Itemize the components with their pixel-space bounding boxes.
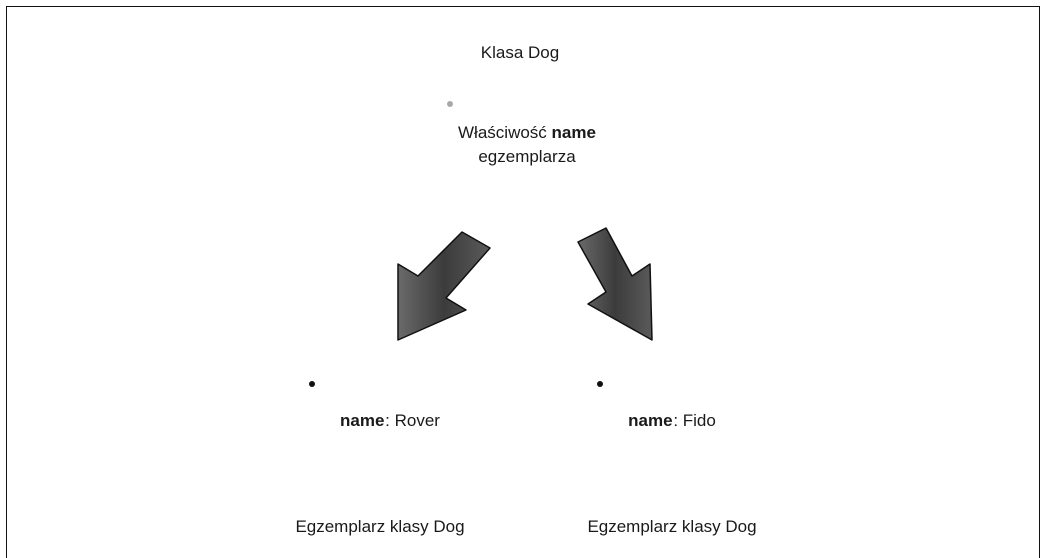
class-dog-eye bbox=[447, 101, 453, 107]
rover-eye bbox=[309, 381, 315, 387]
rover-name-key: name bbox=[340, 411, 384, 430]
class-property-line2: egzemplarza bbox=[478, 147, 576, 166]
arrow-to-fido bbox=[577, 227, 653, 341]
class-property-line1: Właściwość name bbox=[458, 123, 596, 142]
figure-frame bbox=[6, 6, 1040, 558]
fido-name-label: name : Fido bbox=[628, 411, 716, 430]
fido-name-value: : Fido bbox=[673, 411, 716, 430]
class-title: Klasa Dog bbox=[481, 43, 559, 62]
arrow-to-rover bbox=[397, 231, 491, 341]
rover-caption: Egzemplarz klasy Dog bbox=[295, 517, 464, 536]
class-property-prefix: Właściwość bbox=[458, 123, 547, 142]
fido-eye bbox=[597, 381, 603, 387]
rover-name-label: name : Rover bbox=[340, 411, 440, 430]
class-property-name: name bbox=[552, 123, 596, 142]
fido-name-key: name bbox=[628, 411, 672, 430]
rover-name-value: : Rover bbox=[385, 411, 440, 430]
fido-caption: Egzemplarz klasy Dog bbox=[587, 517, 756, 536]
